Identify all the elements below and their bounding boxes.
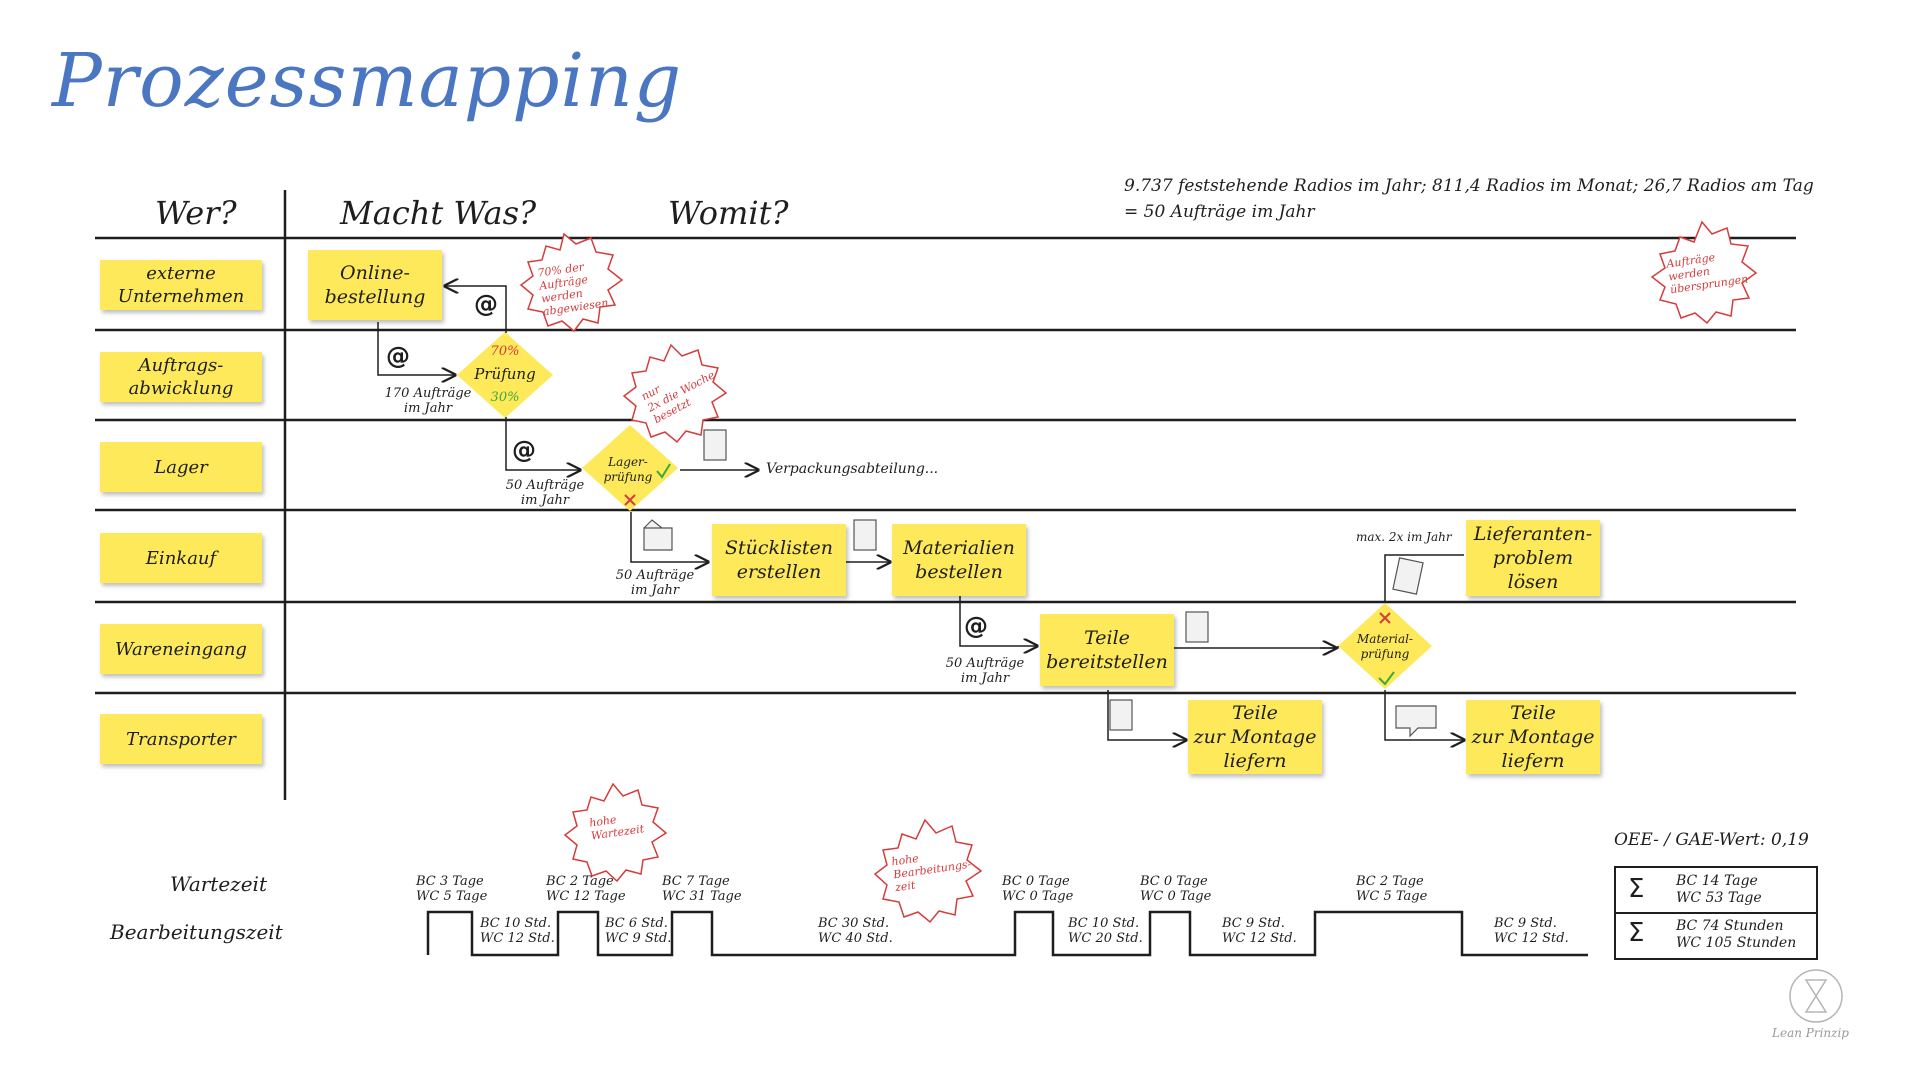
logo-circle — [1789, 969, 1843, 1023]
oee-value: OEE- / GAE-Wert: 0,19 — [1614, 830, 1809, 850]
materialpruefung-diamond — [1338, 603, 1432, 689]
logo-text: Lean Prinzip — [1772, 1026, 1849, 1040]
page-title: Prozessmapping — [52, 38, 683, 124]
logo: Lean Prinzip — [1772, 1024, 1849, 1040]
proc-time-1: BC 10 Std. WC 12 Std. — [480, 916, 555, 946]
role-wareneingang: Wareneingang — [100, 624, 262, 674]
header-macht-was: Macht Was? — [340, 194, 537, 232]
wait-time-2: BC 2 Tage WC 12 Tage — [546, 874, 626, 904]
verpackungsabteilung-label: Verpackungsabteilung... — [766, 461, 939, 477]
role-lager: Lager — [100, 442, 262, 492]
proc-time-5: BC 9 Std. WC 12 Std. — [1222, 916, 1297, 946]
flow-label-50-einkauf: 50 Aufträge im Jahr — [615, 568, 695, 598]
burst-text-abgewiesen: 70% der Aufträge werden abgewiesen — [536, 260, 610, 319]
step-teile-bereitstellen: Teile bereitstellen — [1040, 614, 1174, 686]
role-einkauf: Einkauf — [100, 533, 262, 583]
pruefung-label: Prüfung — [474, 365, 536, 383]
sigma-icon-1: Σ — [1628, 874, 1645, 904]
bearbeitungszeit-label: Bearbeitungszeit — [110, 920, 283, 944]
info-line-1: 9.737 feststehende Radios im Jahr; 811,4… — [1124, 176, 1814, 196]
wait-time-6: BC 2 Tage WC 5 Tage — [1356, 874, 1428, 904]
email-icon-1: @ — [474, 290, 498, 318]
proc-time-6: BC 9 Std. WC 12 Std. — [1494, 916, 1569, 946]
document-icons — [643, 429, 1437, 738]
max-2x-label: max. 2x im Jahr — [1356, 530, 1452, 544]
wait-time-4: BC 0 Tage WC 0 Tage — [1002, 874, 1074, 904]
step-teile-zur-montage-liefern-2: Teile zur Montage liefern — [1466, 700, 1600, 774]
flow-label-50-wareneingang: 50 Aufträge im Jahr — [945, 656, 1025, 686]
flow-arrows — [377, 286, 1464, 740]
lagerpruefung-diamond — [582, 425, 678, 511]
flow-label-170: 170 Aufträge im Jahr — [384, 386, 472, 416]
step-materialien-bestellen: Materialien bestellen — [892, 524, 1026, 596]
wait-time-1: BC 3 Tage WC 5 Tage — [416, 874, 488, 904]
proc-time-2: BC 6 Std. WC 9 Std. — [605, 916, 672, 946]
role-transporter: Transporter — [100, 714, 262, 764]
flow-label-50-lager: 50 Aufträge im Jahr — [505, 478, 585, 508]
sigma-icon-2: Σ — [1628, 918, 1645, 948]
email-icon-3: @ — [512, 436, 536, 464]
proc-time-4: BC 10 Std. WC 20 Std. — [1068, 916, 1143, 946]
info-line-2: = 50 Aufträge im Jahr — [1124, 202, 1315, 222]
lagerpruefung-label: Lager- prüfung — [603, 455, 653, 484]
step-teile-zur-montage-liefern-1: Teile zur Montage liefern — [1188, 700, 1322, 774]
email-icon-4: @ — [964, 612, 988, 640]
proc-time-3: BC 30 Std. WC 40 Std. — [818, 916, 893, 946]
email-icon-2: @ — [386, 342, 410, 370]
step-stuecklisten-erstellen: Stücklisten erstellen — [712, 524, 846, 596]
timeline-line — [426, 910, 1588, 957]
wartezeit-label: Wartezeit — [170, 872, 267, 896]
materialpruefung-label: Material- prüfung — [1357, 632, 1413, 661]
summary-proc: BC 74 Stunden WC 105 Stunden — [1676, 918, 1797, 951]
role-externe-unternehmen: externe Unternehmen — [100, 260, 262, 310]
burst-shapes — [519, 220, 1758, 924]
header-womit: Womit? — [668, 194, 789, 232]
summary-box: Σ BC 14 Tage WC 53 Tage Σ BC 74 Stunden … — [1614, 866, 1818, 960]
decision-marks — [624, 463, 1395, 686]
step-lieferantenproblem-loesen: Lieferanten- problem lösen — [1466, 520, 1600, 596]
logo-hourglass — [1804, 979, 1828, 1013]
wait-time-5: BC 0 Tage WC 0 Tage — [1140, 874, 1212, 904]
summary-wait: BC 14 Tage WC 53 Tage — [1676, 873, 1762, 906]
pruefung-diamond — [457, 332, 553, 418]
step-online-bestellung: Online- bestellung — [308, 250, 442, 320]
role-auftragsabwicklung: Auftrags- abwicklung — [100, 352, 262, 402]
header-wer: Wer? — [155, 194, 237, 232]
pruefung-30-label: 30% — [490, 390, 520, 405]
wait-time-3: BC 7 Tage WC 31 Tage — [662, 874, 742, 904]
summary-divider — [1616, 912, 1816, 914]
pruefung-70-label: 70% — [490, 344, 520, 359]
